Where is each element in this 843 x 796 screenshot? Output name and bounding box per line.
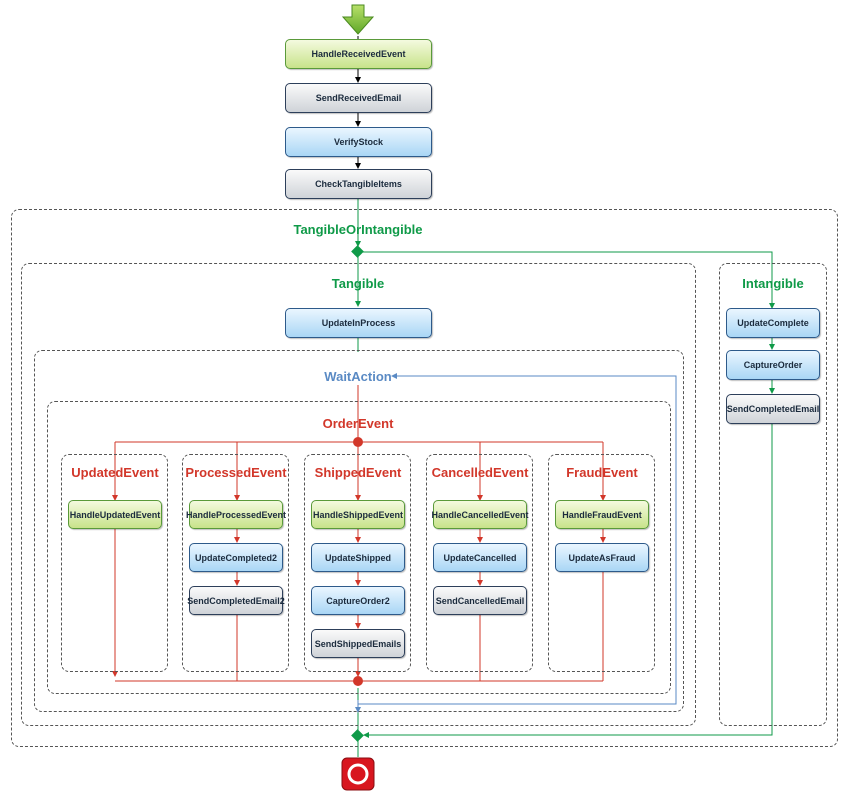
intangible-frame: [719, 263, 827, 726]
processed-event-frame: [182, 454, 289, 672]
verify-stock-node[interactable]: VerifyStock: [285, 127, 432, 157]
update-completed2-node[interactable]: UpdateCompleted2: [189, 543, 283, 572]
updated-event-title: UpdatedEvent: [71, 465, 159, 480]
capture-order-node[interactable]: CaptureOrder: [726, 350, 820, 380]
update-shipped-node[interactable]: UpdateShipped: [311, 543, 405, 572]
send-received-email-node[interactable]: SendReceivedEmail: [285, 83, 432, 113]
processed-event-title: ProcessedEvent: [185, 465, 287, 480]
shipped-event-frame: [304, 454, 411, 672]
handle-cancelled-event-node[interactable]: HandleCancelledEvent: [431, 500, 529, 529]
capture-order2-node[interactable]: CaptureOrder2: [311, 586, 405, 615]
order-event-title: OrderEvent: [322, 416, 394, 431]
tangible-or-intangible-frame: [11, 209, 838, 747]
update-cancelled-node[interactable]: UpdateCancelled: [433, 543, 527, 572]
stop-icon: [341, 757, 375, 791]
tangible-frame: [21, 263, 696, 726]
update-in-process-node[interactable]: UpdateInProcess: [285, 308, 432, 338]
wait-action-frame: [34, 350, 684, 712]
order-event-frame: [47, 401, 671, 694]
handle-shipped-event-node[interactable]: HandleShippedEvent: [311, 500, 405, 529]
send-completed-email2-node[interactable]: SendCompletedEmail2: [187, 586, 285, 615]
send-completed-email-node[interactable]: SendCompletedEmail: [726, 394, 820, 424]
handle-fraud-event-node[interactable]: HandleFraudEvent: [555, 500, 649, 529]
send-shipped-emails-node[interactable]: SendShippedEmails: [311, 629, 405, 658]
update-complete-node[interactable]: UpdateComplete: [726, 308, 820, 338]
shipped-event-title: ShippedEvent: [314, 465, 402, 480]
tangible-title: Tangible: [331, 276, 385, 291]
tangible-or-intangible-title: TangibleOrIntangible: [293, 222, 423, 237]
handle-updated-event-node[interactable]: HandleUpdatedEvent: [68, 500, 162, 529]
fraud-event-title: FraudEvent: [566, 465, 638, 480]
check-tangible-items-node[interactable]: CheckTangibleItems: [285, 169, 432, 199]
fraud-event-frame: [548, 454, 655, 672]
handle-processed-event-node[interactable]: HandleProcessedEvent: [186, 500, 286, 529]
handle-received-event-node[interactable]: HandleReceivedEvent: [285, 39, 432, 69]
cancelled-event-frame: [426, 454, 533, 672]
wait-action-title: WaitAction: [324, 369, 392, 384]
updated-event-frame: [61, 454, 168, 672]
update-as-fraud-node[interactable]: UpdateAsFraud: [555, 543, 649, 572]
cancelled-event-title: CancelledEvent: [431, 465, 529, 480]
send-cancelled-email-node[interactable]: SendCancelledEmail: [433, 586, 527, 615]
start-arrow-icon: [341, 4, 375, 35]
intangible-title: Intangible: [742, 276, 804, 291]
